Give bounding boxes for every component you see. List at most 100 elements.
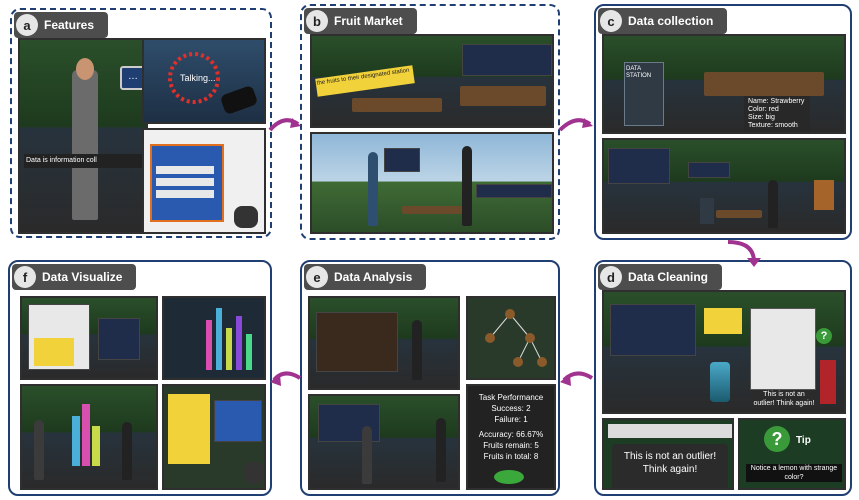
panel-title: Data Cleaning: [628, 270, 709, 284]
panel-title: Fruit Market: [334, 14, 403, 28]
screenshot-decision-tree: [466, 296, 556, 380]
panel-title: Features: [44, 18, 95, 32]
task-performance-panel: Task Performance Success: 2 Failure: 1 A…: [472, 392, 550, 462]
info-board: [384, 148, 420, 172]
perf-success: Success: 2: [491, 404, 531, 413]
avatar-figure: [72, 70, 98, 220]
decision-tree: [485, 309, 547, 367]
panel-label-features: a Features: [14, 12, 109, 38]
person-figure: [368, 152, 378, 226]
fruit-size: Size: big: [748, 114, 775, 121]
arrow-d-to-e: [560, 371, 594, 386]
arrow-a-to-b: [268, 118, 301, 132]
bar-3d: [206, 320, 212, 370]
hand-controller-icon: [234, 206, 258, 228]
arrow-b-to-c: [558, 118, 593, 132]
panel-label-data-visualize: f Data Visualize: [12, 264, 137, 290]
station-boards: [476, 184, 552, 198]
bar-3d: [236, 316, 242, 370]
panel-label-data-cleaning: d Data Cleaning: [598, 264, 723, 290]
panel-data-cleaning: d Data Cleaning ? This is not an outlier…: [594, 260, 852, 496]
note-card: [704, 308, 742, 334]
outlier-message-large: This is not an outlier! Think again!: [612, 444, 728, 488]
data-station-cube: [624, 62, 664, 126]
person-figure: [768, 180, 778, 228]
hand-controller-icon: [244, 462, 264, 484]
bar-3d: [216, 308, 222, 370]
data-table: [608, 424, 732, 438]
screenshot-outlier-message: This is not an outlier! Think again!: [602, 418, 734, 490]
panel-title: Data collection: [628, 14, 714, 28]
trash-cylinder: [710, 362, 730, 402]
screenshot-collection-wide: [602, 138, 846, 234]
fruit-color: Color: red: [748, 106, 779, 113]
arrow-c-to-d: [727, 240, 761, 267]
screenshot-data-station: DATA STATION Name: Strawberry Color: red…: [602, 34, 846, 134]
info-board: [98, 318, 140, 360]
station-table: [460, 86, 546, 106]
screenshot-analysis-wide: [308, 394, 460, 490]
station-board: [688, 162, 730, 178]
perf-title: Task Performance: [478, 393, 544, 402]
data-table: [750, 308, 816, 390]
quiz-option: [156, 166, 214, 174]
fruit-table: [352, 98, 442, 112]
question-icon: ?: [816, 328, 832, 344]
screenshot-bars-room: [20, 384, 158, 490]
avatar-caption: Data is information coll: [24, 154, 146, 168]
screenshot-visualize-board: [20, 296, 158, 380]
panel-data-collection: c Data collection DATA STATION Name: Str…: [594, 4, 852, 240]
person-figure: [436, 418, 446, 482]
info-board: [610, 304, 696, 356]
panel-label-fruit-market: b Fruit Market: [304, 8, 417, 34]
person-figure: [412, 320, 422, 380]
panel-data-analysis: e Data Analysis Task Performance Success…: [300, 260, 560, 496]
quiz-board: [214, 400, 262, 442]
screenshot-talking: Talking...: [142, 38, 266, 124]
red-bin: [820, 360, 836, 404]
info-board: [608, 148, 670, 184]
panel-title: Data Analysis: [334, 270, 413, 284]
screenshot-market-wide: [310, 132, 554, 234]
panel-letter: a: [16, 14, 38, 36]
bar-3d: [226, 328, 232, 370]
panel-letter: d: [600, 266, 622, 288]
person-figure: [122, 422, 132, 480]
panel-fruit-market: b Fruit Market the fruits to their desig…: [300, 4, 560, 240]
quiz-option: [156, 190, 214, 198]
person-figure: [34, 420, 44, 480]
person-figure: [462, 146, 472, 226]
screenshot-tip: ? Tip Notice a lemon with strange color?: [738, 418, 846, 490]
panel-label-data-collection: c Data collection: [598, 8, 728, 34]
screenshot-quiz-visual: [162, 384, 266, 490]
panel-letter: e: [306, 266, 328, 288]
fruit-name: Name: Strawberry: [748, 98, 805, 105]
screenshot-task-performance: Task Performance Success: 2 Failure: 1 A…: [466, 384, 556, 490]
fruit-texture: Texture: smooth: [748, 122, 798, 129]
fruit-info-card: [744, 96, 810, 132]
bar-3d: [82, 404, 90, 466]
panel-title: Data Visualize: [42, 270, 123, 284]
bar-3d: [72, 416, 80, 466]
perf-remain: Fruits remain: 5: [483, 441, 539, 450]
panel-letter: c: [600, 10, 622, 32]
fruit-shelves: [316, 312, 398, 372]
note-card: [34, 338, 74, 366]
tip-title: Tip: [796, 435, 811, 446]
station-boards: [462, 44, 552, 76]
controller-icon: [219, 84, 259, 116]
bar-3d: [246, 334, 252, 370]
fruit-table: [716, 210, 762, 218]
screenshot-3d-bars: [162, 296, 266, 380]
panel-letter: b: [306, 10, 328, 32]
speech-bubble-icon: …: [120, 66, 146, 90]
green-button: [494, 470, 524, 484]
panel-data-visualize: f Data Visualize: [8, 260, 272, 496]
arrow-e-to-f: [270, 371, 302, 386]
quiz-option: [156, 178, 214, 186]
screenshot-analysis-room: [308, 296, 460, 390]
sign-board: the fruits to their designated station: [315, 65, 415, 97]
talking-text: Talking...: [180, 73, 216, 83]
panel-label-data-analysis: e Data Analysis: [304, 264, 427, 290]
data-station-cube: [700, 198, 714, 224]
